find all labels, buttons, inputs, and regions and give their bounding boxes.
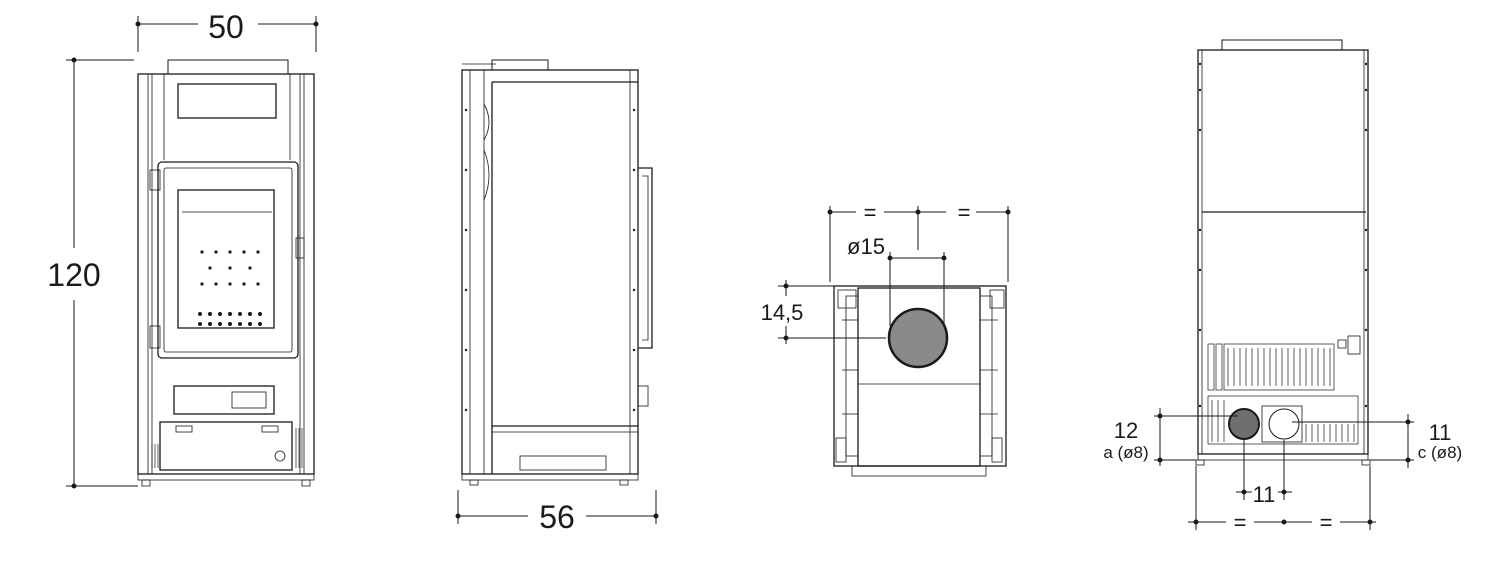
front-height-dimension [66,57,138,489]
side-depth-dimension [455,490,659,524]
rear-spacing-dimension [1236,440,1292,500]
rear-grill [1207,343,1359,445]
flue-offset-label: 14,5 [761,300,804,325]
top-equal-dimension [827,206,1011,282]
rear-equal-right: = [1320,510,1333,535]
rear-equal-dimension [1188,466,1376,530]
rear-right-height-dimension [1292,414,1414,468]
front-view: 50 120 [47,9,319,489]
rear-equal-left: = [1234,510,1247,535]
rear-left-inlet-label: a (ø8) [1103,443,1148,462]
inlet-c [1268,408,1300,440]
top-equal-left: = [864,200,877,225]
rear-right-height-label: 11 [1429,420,1452,445]
flue-offset-dimension [778,280,886,344]
flue-diameter-label: ø15 [847,234,885,259]
inlet-a [1228,408,1260,440]
side-view: 56 [455,59,659,535]
rear-spacing-label: 11 [1253,482,1276,507]
front-width-label: 50 [208,9,244,45]
front-width-dimension [135,16,319,52]
rear-right-inlet-label: c (ø8) [1418,443,1462,462]
rear-left-height-dimension [1154,408,1238,466]
rear-view: 12 a (ø8) 11 c (ø8) 11 [1103,39,1462,535]
top-equal-right: = [958,200,971,225]
flue-diameter-dimension [887,252,947,326]
rear-left-height-label: 12 [1114,418,1138,443]
side-depth-label: 56 [539,499,575,535]
top-view: = = ø15 14,5 [761,200,1011,477]
flue-outlet [887,307,949,369]
front-height-label: 120 [47,257,100,293]
